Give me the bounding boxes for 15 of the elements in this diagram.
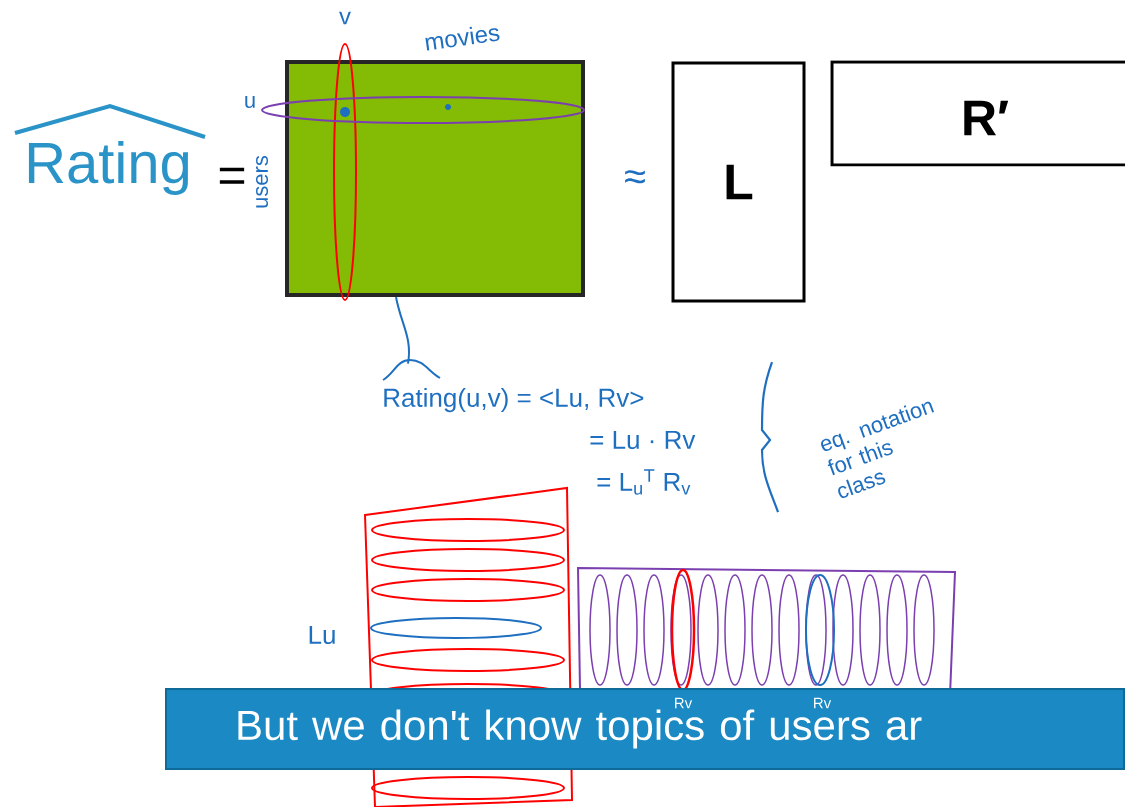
handwritten-label: v — [339, 11, 351, 25]
handwritten-label: Rv — [675, 697, 693, 709]
matrix-box: L — [671, 61, 806, 303]
note-text: eq. notation for this class — [821, 401, 935, 498]
handwritten-label: u — [245, 96, 255, 108]
matrix-box — [285, 60, 585, 297]
formula-text: Rating(u,v) = <Lu, Rv> — [384, 387, 644, 413]
handwritten-label: Lu — [309, 625, 335, 645]
handwritten-label: Rv — [814, 697, 832, 709]
formula-text: = Lu · Rv — [590, 430, 696, 450]
connector-line — [395, 296, 411, 365]
approx-sign: ≈ — [625, 170, 645, 184]
formula-text: = L$_{u}$$^{T}$ R$_{v}$ — [597, 469, 691, 495]
heading-word: Rating — [28, 140, 189, 196]
matrix-box: R′ — [830, 60, 1125, 167]
